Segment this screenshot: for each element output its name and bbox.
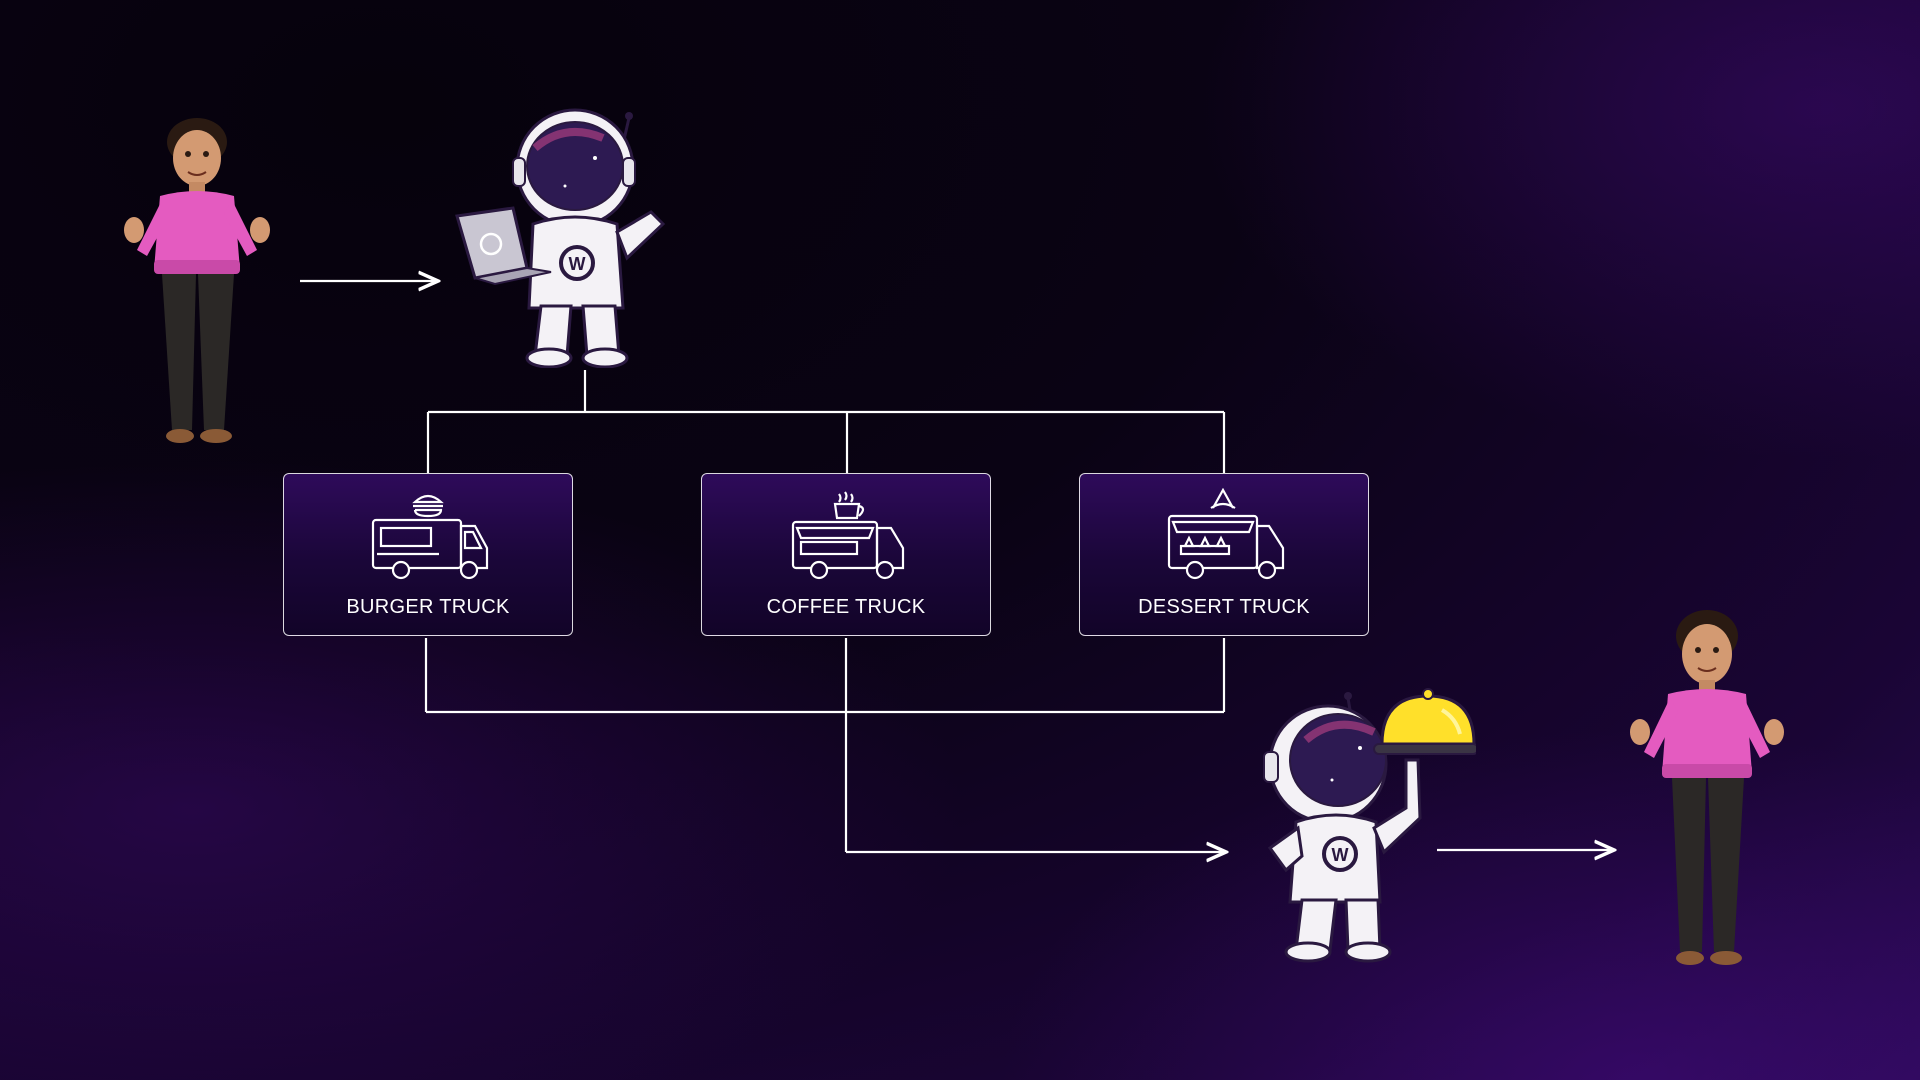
cloche-icon [1373, 688, 1479, 755]
burger-truck-label: BURGER TRUCK [346, 596, 510, 618]
burger-truck-card: BURGER TRUCK [283, 473, 573, 636]
astronaut-laptop: W [455, 108, 675, 373]
burger-truck-icon [371, 494, 489, 580]
svg-text:W: W [569, 254, 586, 274]
astronaut-waiter: W [1256, 688, 1479, 969]
customer-right [1622, 602, 1792, 975]
coffee-truck-card: COFFEE TRUCK [701, 473, 991, 636]
dessert-truck-icon [1167, 488, 1285, 580]
dessert-truck-label: DESSERT TRUCK [1138, 596, 1310, 618]
svg-text:W: W [1332, 845, 1349, 865]
coffee-truck-icon [791, 491, 905, 580]
coffee-truck-label: COFFEE TRUCK [766, 596, 926, 618]
customer-left [112, 110, 282, 455]
dessert-truck-card: DESSERT TRUCK [1079, 473, 1369, 636]
